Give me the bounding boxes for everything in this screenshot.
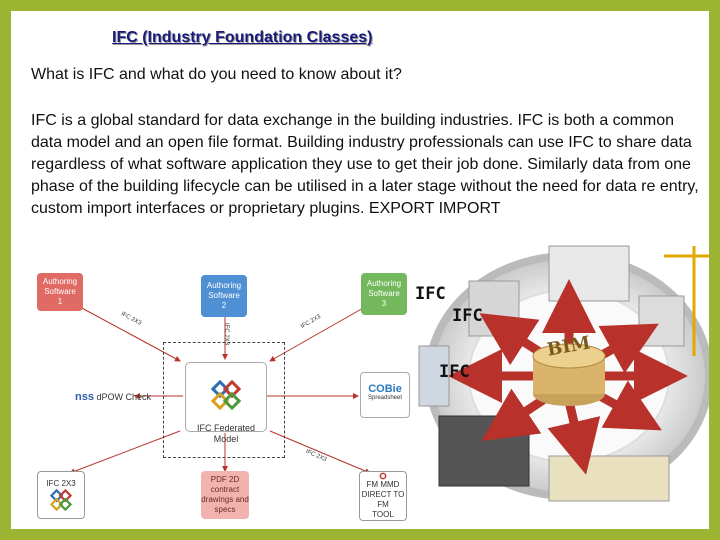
arrow-ifc-bottom-left (69, 430, 181, 475)
ifc-label-2: IFC (452, 306, 483, 326)
ifc-workflow-diagram: Authoring Software 1 Authoring Software … (25, 261, 410, 523)
authoring-software-1-box: Authoring Software 1 (37, 273, 83, 311)
building-bottom-left (438, 415, 530, 487)
body-paragraph: IFC is a global standard for data exchan… (31, 112, 699, 217)
ifc-label-1: IFC (415, 284, 446, 304)
slide: IFC (Industry Foundation Classes) What i… (11, 11, 709, 529)
authoring-software-2-box: Authoring Software 2 (201, 275, 247, 317)
ifc-federated-model-label: IFC Federated Model (196, 423, 256, 444)
cobie-spreadsheet-box: COBie Spreadsheet (360, 372, 410, 418)
question-text: What is IFC and what do you need to know… (31, 66, 402, 83)
cobie-title: COBie (368, 383, 402, 395)
dpow-check-label: nss dPOW Check (75, 391, 151, 403)
building-left (418, 345, 450, 407)
arrow-authoring3 (269, 306, 366, 362)
bim-hub-top (532, 343, 606, 369)
pdf-drawings-box: PDF 2D contract drawings and specs (201, 471, 249, 519)
ifc-federated-model-box: IFC Federated Model (185, 362, 267, 444)
ifc-2x3-output-box: IFC 2X3 (37, 471, 85, 519)
building-top (548, 245, 630, 302)
arrow-fm (269, 430, 371, 474)
authoring-software-3-box: Authoring Software 3 (361, 273, 407, 315)
ifc-label-3: IFC (439, 362, 470, 382)
fm-tool-icon (379, 472, 387, 480)
bim-illustration: BIM (409, 226, 709, 526)
ifc-small-logo-icon (50, 489, 72, 511)
federated-model-boundary (163, 342, 285, 458)
bim-graphic (418, 245, 709, 502)
nss-logo: nss (75, 391, 94, 403)
building-right (638, 295, 685, 347)
dpow-check-text: dPOW Check (96, 392, 151, 402)
fm-direct-box: FM MMD DIRECT TO FM TOOL (359, 471, 407, 521)
ifc-2x3-output-label: IFC 2X3 (46, 479, 76, 488)
schedule-sheet (548, 455, 670, 502)
slide-title: IFC (Industry Foundation Classes) (112, 29, 373, 46)
ifc-logo-icon (211, 380, 241, 410)
fm-direct-label: FM MMD DIRECT TO FM TOOL (361, 480, 405, 519)
cobie-subtitle: Spreadsheet (367, 395, 403, 401)
